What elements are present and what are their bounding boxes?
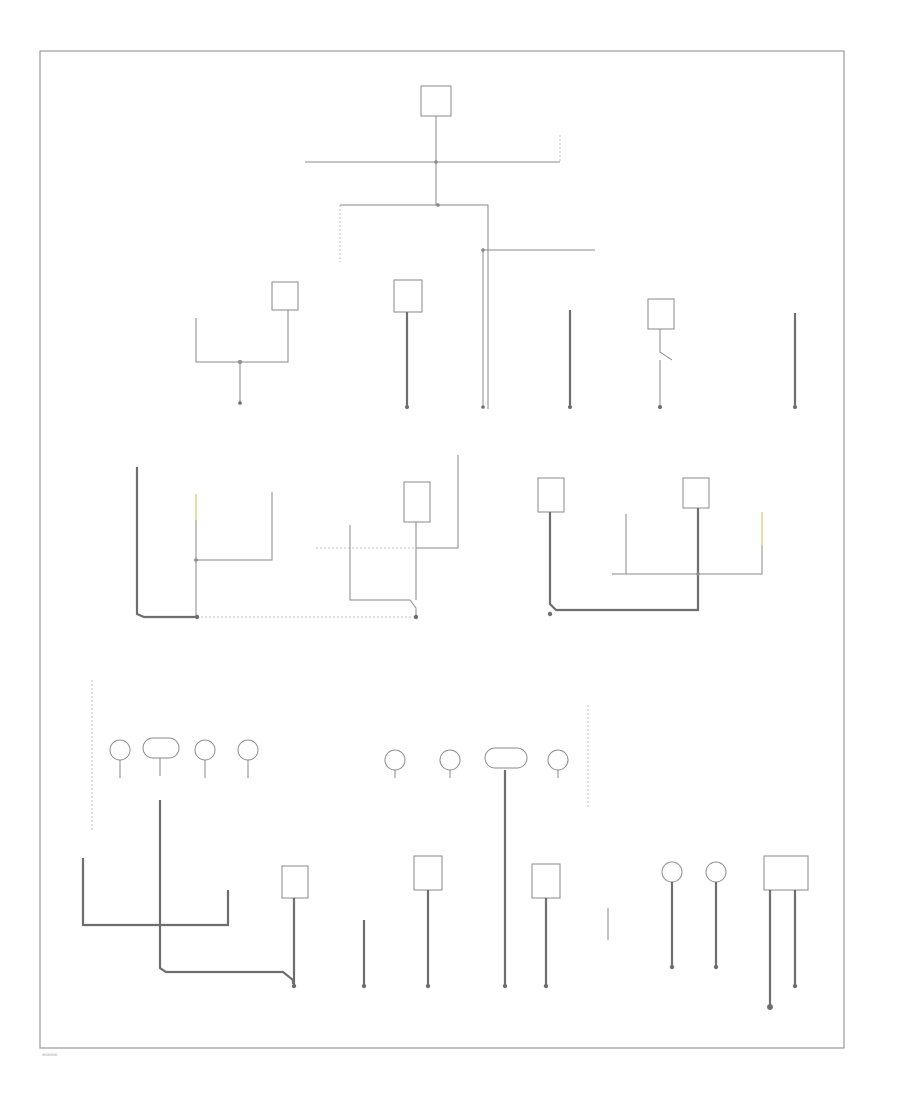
component-box [403, 481, 431, 523]
component-box [537, 477, 565, 513]
splice-point [436, 203, 440, 207]
wire [195, 310, 289, 363]
diagram-border [39, 50, 845, 1049]
ground-terminal [425, 983, 431, 989]
ground-terminal [413, 614, 419, 620]
component-box [413, 855, 443, 891]
bulb-socket [661, 861, 683, 883]
ground-terminal [547, 611, 553, 617]
ground-terminal [291, 983, 297, 989]
splice-point [434, 160, 438, 164]
wire [659, 329, 673, 405]
ground-terminal [361, 983, 367, 989]
component-box [682, 477, 710, 509]
ground-terminal [194, 614, 200, 620]
bulb-socket [194, 739, 216, 761]
top-ground-section [195, 85, 797, 409]
ground-terminal [543, 983, 549, 989]
ground-terminal [767, 1004, 773, 1010]
component-box [531, 863, 561, 899]
wire [158, 800, 295, 984]
component-box [271, 281, 299, 311]
bottom-ground-section [81, 680, 809, 1010]
ground-terminal [568, 405, 572, 409]
splice-point [194, 558, 198, 562]
ground-terminal [658, 405, 662, 409]
component-box [647, 298, 675, 330]
lamp-socket [142, 737, 180, 759]
figure-code: W0000000 [42, 1053, 58, 1057]
ground-terminal [481, 405, 485, 409]
ground-terminal [669, 964, 675, 970]
splice-point [238, 360, 242, 364]
bulb-socket [384, 749, 406, 771]
component-box [763, 855, 809, 891]
bulb-socket [705, 861, 727, 883]
top-component-box [420, 85, 452, 117]
splice-point [696, 572, 700, 576]
wire [340, 204, 489, 409]
middle-ground-section [135, 455, 763, 620]
wire [548, 512, 700, 612]
wire [755, 545, 763, 575]
bulb-socket [547, 749, 569, 771]
wire [349, 525, 417, 617]
bulb-socket [109, 739, 131, 761]
ground-terminal [502, 983, 508, 989]
ground-terminal [792, 983, 798, 989]
ground-terminal [238, 401, 242, 405]
bulb-socket [439, 749, 461, 771]
wire [81, 858, 230, 927]
wire [196, 492, 273, 561]
wire [135, 467, 197, 619]
wire [416, 455, 459, 549]
bulb-socket [237, 739, 259, 761]
component-box [393, 279, 423, 313]
ground-terminal [713, 964, 719, 970]
lamp-socket [484, 747, 528, 769]
ground-terminal [405, 405, 409, 409]
ground-terminal [793, 405, 797, 409]
component-box [281, 865, 309, 899]
